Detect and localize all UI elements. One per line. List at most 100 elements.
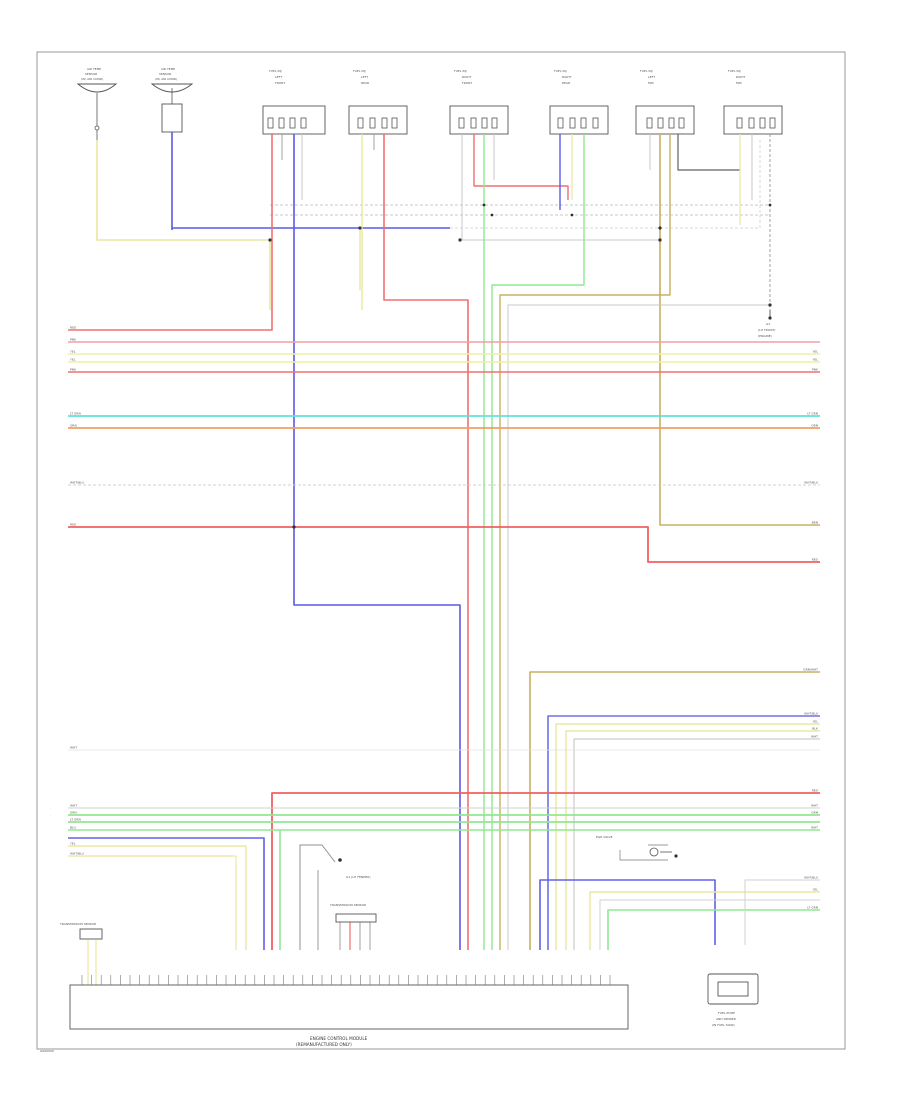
splice-points xyxy=(268,203,772,529)
ground-g1-label-1: G1 xyxy=(766,322,770,326)
trans-sensor-label: TRANSMISSION SENSOR xyxy=(329,903,366,907)
sensor-2-label-2: SENSOR xyxy=(159,72,171,76)
wire-tag-left: YEL xyxy=(70,350,76,354)
air-temp-sensor-1: AIR TEMP SENSOR (W/ AIR COND) xyxy=(76,67,118,140)
wire-tag-left-tick: · xyxy=(50,352,51,356)
ground-small: G1 (LH FENDER) xyxy=(338,858,371,879)
wire-tag-left: WHT xyxy=(70,746,77,750)
wire-tag-left-tick: · xyxy=(50,806,51,810)
wire-tag-left: BLU xyxy=(70,826,76,830)
injector-3-label-1: FUEL INJ xyxy=(454,69,467,73)
ecm-pins xyxy=(81,975,611,985)
wire-tag-left: LT GRN xyxy=(70,818,81,822)
wire-tag-right: WHT/BLU xyxy=(804,481,818,485)
left-connector-label: TRANSMISSION SENSOR xyxy=(59,922,96,926)
wire-yellow-sensor1 xyxy=(96,140,271,310)
wire-tag-right: YEL xyxy=(813,720,819,724)
wire-tag-right: ORN xyxy=(811,424,818,428)
wire-tag-left: YEL xyxy=(70,842,76,846)
fuel-pump-label-1: FUEL PUMP xyxy=(718,1011,735,1015)
injector-2-label-1: FUEL INJ xyxy=(353,69,366,73)
egr-valve: EGR VALVE xyxy=(596,835,678,858)
wire-tag-right: WHT/BLU xyxy=(804,876,818,880)
injector-1-label-2: LEFT xyxy=(275,75,282,79)
wire-tag-left: WHT xyxy=(70,804,77,808)
wire-tag-left: WHT/BLU xyxy=(70,481,84,485)
engine-control-module: ENGINE CONTROL MODULE (REMANUFACTURED ON… xyxy=(69,975,629,1047)
wire-tag-left-tick: · xyxy=(50,813,51,817)
wire-tag-left-tick: · xyxy=(50,844,51,848)
wire-red-main xyxy=(68,526,820,563)
fuel-pump-label-2: AND SENDER xyxy=(716,1017,736,1021)
injector-6-label-1: FUEL INJ xyxy=(728,69,741,73)
wire-tag-right: GRN xyxy=(811,811,818,815)
ground-small-icon xyxy=(338,858,342,862)
ground-g1: G1 (LH FRONT) (ENGINE) xyxy=(758,310,775,338)
injector-2-label-3: REAR xyxy=(361,81,369,85)
wire-tag-left-tick: · xyxy=(50,828,51,832)
wire-tag-right: LT GRN xyxy=(807,412,818,416)
fuel-pump-label-3: (IN FUEL TANK) xyxy=(712,1023,735,1027)
injector-5: FUEL INJ LEFT MID xyxy=(635,69,695,135)
right-wire-tags: YEL YEL PNK LT GRN ORN WHT/BLU BRN RED GRN/WHT WH… xyxy=(803,350,819,910)
wire-harness xyxy=(68,132,820,985)
wire-tag-right: GRN/WHT xyxy=(803,668,818,672)
wire-tag-left-tick: · xyxy=(50,360,51,364)
wire-tag-right: PNK xyxy=(812,368,819,372)
injector-4-label-1: FUEL INJ xyxy=(554,69,567,73)
sensor-1-label-2: SENSOR xyxy=(85,72,97,76)
sensor-1-label-3: (W/ AIR COND) xyxy=(81,77,103,81)
wire-tag-left-tick: · xyxy=(50,854,51,858)
wire-tag-right: YEL xyxy=(813,358,819,362)
wire-tag-right: BRN xyxy=(812,521,818,525)
sensor-1-body-icon xyxy=(76,83,118,93)
injector-6-label-2: RIGHT xyxy=(736,75,746,79)
wire-tag-right: RED xyxy=(812,558,819,562)
injector-5-label-2: LEFT xyxy=(648,75,655,79)
wire-tag-left-tick: · xyxy=(50,340,51,344)
wire-tag-left: GRN xyxy=(70,811,77,815)
wire-tag-right: WHT xyxy=(811,735,818,739)
ground-g1-label-2: (LH FRONT) xyxy=(758,328,775,332)
wire-tag-left-tick: · xyxy=(50,525,51,529)
ground-g1-label-3: (ENGINE) xyxy=(758,334,772,338)
injector-4-label-2: RIGHT xyxy=(562,75,572,79)
wire-tag-left: RED xyxy=(70,326,77,330)
fuel-injectors: FUEL INJ LEFT FRONT FUEL INJ LEFT REAR F… xyxy=(262,69,783,135)
injector-6-label-3: MID xyxy=(736,81,742,85)
ecm-sublabel: (REMANUFACTURED ONLY) xyxy=(296,1042,352,1047)
ground-small-label: G1 (LH FENDER) xyxy=(346,875,371,879)
wire-tag-left-tick: · xyxy=(50,483,51,487)
wire-tag-left: RED xyxy=(70,523,77,527)
injector-2-label-2: LEFT xyxy=(361,75,368,79)
wire-tag-right: YEL xyxy=(813,350,819,354)
transmission-sensor-left: TRANSMISSION SENSOR xyxy=(59,922,103,940)
ecm-label: ENGINE CONTROL MODULE xyxy=(310,1036,368,1041)
wire-blue-sensor2 xyxy=(171,132,450,229)
wire-tag-left-tick: · xyxy=(50,426,51,430)
transmission-sensor-center: TRANSMISSION SENSOR xyxy=(329,903,377,923)
wire-tag-right: WHT/BLU xyxy=(804,712,818,716)
injector-3-label-3: FRONT xyxy=(462,81,472,85)
left-wire-tags: RED·PNK·YEL·YEL·PNK·LT GRN·ORN·WHT/BLU·R… xyxy=(50,326,84,859)
egr-valve-icon xyxy=(649,847,659,857)
wire-tag-right: YEL xyxy=(813,888,819,892)
wire-tag-left-tick: · xyxy=(50,414,51,418)
wire-tag-left-tick: · xyxy=(50,328,51,332)
wire-tag-right: WHT xyxy=(811,826,818,830)
wire-tag-left: WHT/BLU xyxy=(70,852,84,856)
ecm-body xyxy=(69,984,629,1030)
air-temp-sensor-2: AIR TEMP SENSOR (W/ AIR COND) xyxy=(150,67,194,133)
sensor-1-label-1: AIR TEMP xyxy=(87,67,101,71)
ground-icon xyxy=(768,316,772,320)
injector-1-label-3: FRONT xyxy=(275,81,285,85)
injector-3-label-2: RIGHT xyxy=(462,75,472,79)
injector-5-body xyxy=(635,105,695,135)
egr-valve-label: EGR VALVE xyxy=(596,835,613,839)
injector-pins xyxy=(267,117,776,129)
injector-4-label-3: REAR xyxy=(562,81,570,85)
injector-5-label-3: MID xyxy=(648,81,654,85)
fuel-pump-module: FUEL PUMP AND SENDER (IN FUEL TANK) xyxy=(707,973,759,1027)
